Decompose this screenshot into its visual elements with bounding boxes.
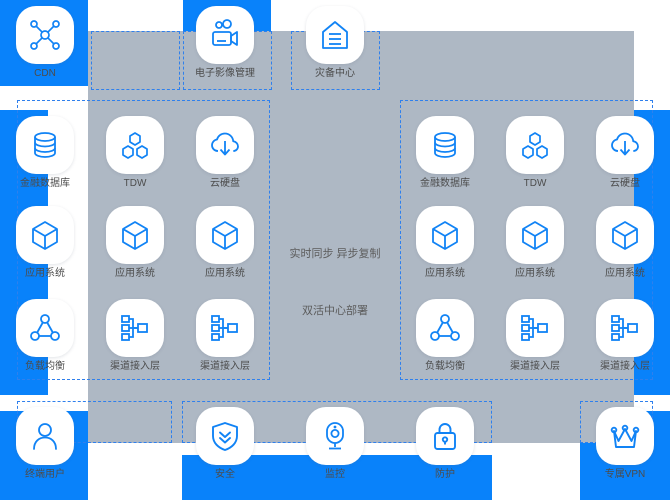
node-label: 专属VPN <box>604 469 646 480</box>
node-label: 云硬盘 <box>610 178 640 189</box>
node-right-channel-access-1[interactable]: 渠道接入层 <box>504 299 566 373</box>
node-left-channel-access-2[interactable]: 渠道接入层 <box>194 299 256 373</box>
node-label: 金融数据库 <box>20 178 70 189</box>
node-left-channel-access-1[interactable]: 渠道接入层 <box>104 299 166 373</box>
node-right-financial-database[interactable]: 金融数据库 <box>414 116 476 190</box>
hexagon-cluster-icon <box>506 116 564 174</box>
node-right-cloud-disk[interactable]: 云硬盘 <box>594 116 656 190</box>
node-left-app-system-1[interactable]: 应用系统 <box>14 206 76 280</box>
cloud-download-icon <box>596 116 654 174</box>
node-label: 负载均衡 <box>25 361 65 372</box>
cube-icon <box>416 206 474 264</box>
node-imaging-management[interactable]: 电子影像管理 <box>194 6 256 80</box>
lock-icon <box>416 407 474 465</box>
cube-icon <box>106 206 164 264</box>
cube-icon <box>16 206 74 264</box>
node-right-app-system-1[interactable]: 应用系统 <box>414 206 476 280</box>
group-outline-top-cdn <box>91 31 180 90</box>
node-label: 应用系统 <box>115 268 155 279</box>
cube-icon <box>506 206 564 264</box>
node-left-tdw[interactable]: TDW <box>104 116 166 190</box>
node-label: 灾备中心 <box>315 68 355 79</box>
node-label: 渠道接入层 <box>510 361 560 372</box>
node-end-user[interactable]: 终端用户 <box>14 407 76 481</box>
node-label: 监控 <box>325 469 345 480</box>
shield-icon <box>196 407 254 465</box>
hierarchy-icon <box>596 299 654 357</box>
center-caption-deploy: 双活中心部署 <box>302 305 368 317</box>
node-protection[interactable]: 防护 <box>414 407 476 481</box>
node-label: 安全 <box>215 469 235 480</box>
node-label: 终端用户 <box>25 469 65 480</box>
cdn-network-icon <box>16 6 74 64</box>
video-camera-icon <box>196 6 254 64</box>
node-label: 金融数据库 <box>420 178 470 189</box>
hierarchy-icon <box>506 299 564 357</box>
crown-vpn-icon <box>596 407 654 465</box>
node-right-load-balancer[interactable]: 负载均衡 <box>414 299 476 373</box>
node-label: TDW <box>523 178 547 189</box>
node-label: 应用系统 <box>25 268 65 279</box>
node-label: 应用系统 <box>515 268 555 279</box>
center-caption-sync: 实时同步 异步复制 <box>289 248 381 260</box>
node-label: 渠道接入层 <box>200 361 250 372</box>
node-dedicated-vpn[interactable]: 专属VPN <box>594 407 656 481</box>
node-left-load-balancer[interactable]: 负载均衡 <box>14 299 76 373</box>
cube-icon <box>596 206 654 264</box>
hierarchy-icon <box>196 299 254 357</box>
node-right-tdw[interactable]: TDW <box>504 116 566 190</box>
node-label: 应用系统 <box>425 268 465 279</box>
node-label: 云硬盘 <box>210 178 240 189</box>
database-icon <box>416 116 474 174</box>
node-cdn[interactable]: CDN <box>14 6 76 80</box>
camera-monitor-icon <box>306 407 364 465</box>
node-left-cloud-disk[interactable]: 云硬盘 <box>194 116 256 190</box>
hierarchy-icon <box>106 299 164 357</box>
node-label: 应用系统 <box>205 268 245 279</box>
database-icon <box>16 116 74 174</box>
node-label: CDN <box>34 68 56 79</box>
node-left-app-system-3[interactable]: 应用系统 <box>194 206 256 280</box>
node-right-channel-access-2[interactable]: 渠道接入层 <box>594 299 656 373</box>
node-label: 电子影像管理 <box>195 68 255 79</box>
hexagon-cluster-icon <box>106 116 164 174</box>
node-label: 渠道接入层 <box>600 361 650 372</box>
node-disaster-recovery-center[interactable]: 灾备中心 <box>304 6 366 80</box>
node-label: 渠道接入层 <box>110 361 160 372</box>
node-left-app-system-2[interactable]: 应用系统 <box>104 206 166 280</box>
node-label: 防护 <box>435 469 455 480</box>
node-label: TDW <box>123 178 147 189</box>
node-label: 负载均衡 <box>425 361 465 372</box>
node-security[interactable]: 安全 <box>194 407 256 481</box>
data-center-building-icon <box>306 6 364 64</box>
cube-icon <box>196 206 254 264</box>
user-icon <box>16 407 74 465</box>
node-monitoring[interactable]: 监控 <box>304 407 366 481</box>
load-balancer-icon <box>16 299 74 357</box>
node-right-app-system-2[interactable]: 应用系统 <box>504 206 566 280</box>
node-right-app-system-3[interactable]: 应用系统 <box>594 206 656 280</box>
load-balancer-icon <box>416 299 474 357</box>
cloud-download-icon <box>196 116 254 174</box>
node-left-financial-database[interactable]: 金融数据库 <box>14 116 76 190</box>
node-label: 应用系统 <box>605 268 645 279</box>
